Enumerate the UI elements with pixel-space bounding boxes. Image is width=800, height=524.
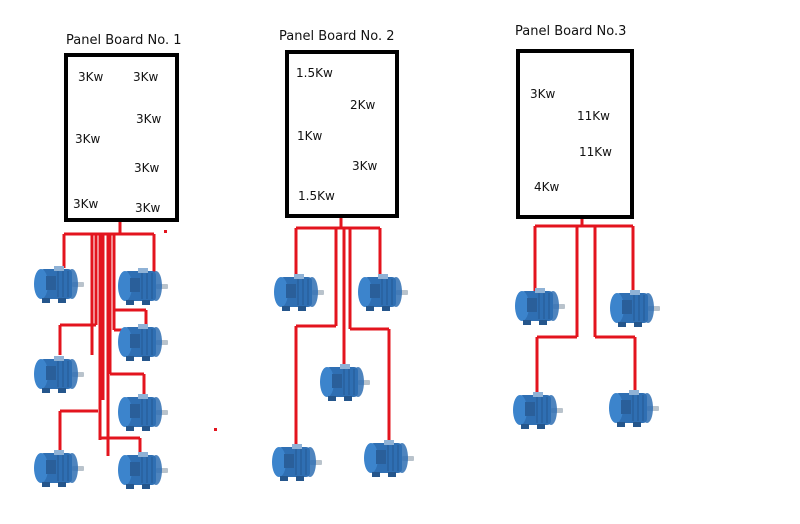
- panel-3-title: Panel Board No.3: [515, 24, 627, 39]
- electric-motor-icon: [116, 320, 172, 364]
- panel-board-2: [285, 50, 399, 218]
- electric-motor-icon: [32, 446, 88, 490]
- electric-motor-icon: [32, 352, 88, 396]
- panel-1-load: 3Kw: [136, 112, 162, 126]
- stray-mark: [214, 428, 217, 431]
- panel-1-load: 3Kw: [135, 201, 161, 215]
- panel-board-1: [64, 53, 179, 222]
- panel-1-title: Panel Board No. 1: [66, 33, 182, 48]
- electric-motor-icon: [32, 262, 88, 306]
- panel-1-load: 3Kw: [133, 70, 159, 84]
- electric-motor-icon: [272, 270, 328, 314]
- electric-motor-icon: [270, 440, 326, 484]
- panel-3-load: 11Kw: [577, 109, 610, 123]
- panel-3-load: 3Kw: [530, 87, 556, 101]
- electric-motor-icon: [607, 386, 663, 430]
- panel-2-load: 1.5Kw: [298, 189, 335, 203]
- panel-2-load: 3Kw: [352, 159, 378, 173]
- electric-motor-icon: [116, 390, 172, 434]
- panel-3-load: 11Kw: [579, 145, 612, 159]
- electric-motor-icon: [318, 360, 374, 404]
- electric-motor-icon: [362, 436, 418, 480]
- panel-2-load: 1.5Kw: [296, 66, 333, 80]
- stray-mark: [164, 230, 167, 233]
- electric-motor-icon: [116, 448, 172, 492]
- panel-3-load: 4Kw: [534, 180, 560, 194]
- panel-2-load: 1Kw: [297, 129, 323, 143]
- panel-1-load: 3Kw: [78, 70, 104, 84]
- electric-motor-icon: [116, 264, 172, 308]
- electric-motor-icon: [511, 388, 567, 432]
- panel-2-load: 2Kw: [350, 98, 376, 112]
- electric-motor-icon: [356, 270, 412, 314]
- panel-board-3: [516, 49, 634, 219]
- panel-2-title: Panel Board No. 2: [279, 29, 395, 44]
- panel-1-load: 3Kw: [75, 132, 101, 146]
- panel-1-load: 3Kw: [73, 197, 99, 211]
- electric-motor-icon: [513, 284, 569, 328]
- electric-motor-icon: [608, 286, 664, 330]
- panel-1-load: 3Kw: [134, 161, 160, 175]
